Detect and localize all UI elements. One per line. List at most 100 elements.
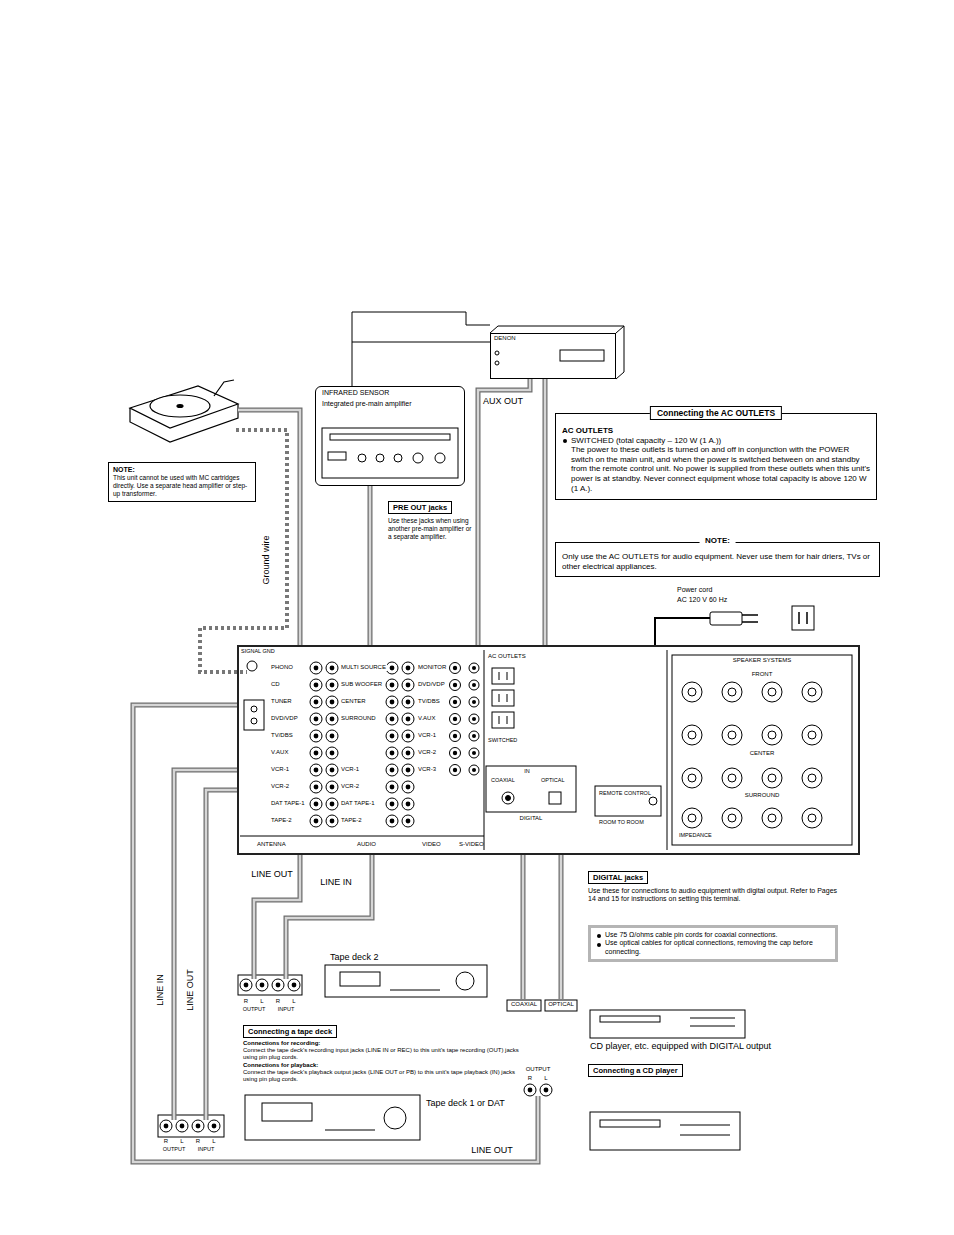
node-heading: NOTE:	[699, 535, 736, 547]
speaker-terminal	[808, 774, 816, 782]
speaker-terminal	[688, 814, 696, 822]
jack	[310, 679, 322, 691]
jack-label: TUNER	[270, 698, 293, 705]
node-heading: PRE OUT jacks	[388, 501, 452, 514]
cable	[478, 379, 530, 645]
jack-label: R	[243, 998, 249, 1005]
speaker-terminal	[808, 688, 816, 696]
jack	[402, 679, 414, 691]
node-heading: DENON	[494, 335, 516, 342]
panel-label: SWITCHED	[487, 737, 518, 744]
speaker-terminal	[728, 774, 736, 782]
jack	[256, 979, 268, 991]
jack-label: OPTICAL	[547, 1001, 575, 1008]
receiver-detail	[240, 650, 667, 850]
digital-jack-panel	[506, 796, 511, 801]
node-heading: Connecting the AC OUTLETS	[650, 406, 782, 420]
node-text: S-VIDEO	[459, 841, 484, 848]
cable-label: LINE OUT	[185, 968, 196, 1012]
cd-player	[590, 1112, 740, 1150]
jack	[386, 730, 398, 742]
phono-cord	[238, 410, 300, 645]
jack	[406, 666, 411, 671]
jack	[390, 666, 395, 671]
jack	[310, 764, 322, 776]
node-heading: Connecting a tape deck	[243, 1025, 337, 1038]
speaker-terminal	[688, 774, 696, 782]
cable	[368, 486, 373, 645]
cd-player-digital	[523, 988, 561, 999]
info-box: DIGITAL jacksUse these for connections t…	[588, 866, 842, 904]
jack-label: TAPE-2	[340, 817, 363, 824]
bullet-dot	[563, 439, 567, 443]
jack-label: MULTI SOURCE	[340, 664, 387, 671]
jack-label: MONITOR	[417, 664, 447, 671]
node-text: Connect the tape deck's recording input …	[243, 1047, 522, 1061]
cable	[559, 855, 564, 988]
jack-label: R	[275, 998, 281, 1005]
node-text: Integrated pre-main amplifier	[322, 400, 412, 408]
cable	[174, 770, 237, 1092]
speaker-terminal	[762, 682, 782, 702]
panel-label: OPTICAL	[540, 777, 566, 784]
jack	[453, 700, 457, 704]
jack	[314, 666, 319, 671]
speaker-terminal	[768, 731, 776, 739]
jack-label: L	[179, 1138, 184, 1145]
jack-label: DVD/VDP	[270, 715, 299, 722]
turntable	[130, 386, 238, 428]
cable-core	[206, 790, 237, 1092]
node-text: Use these for connections to audio equip…	[588, 887, 842, 904]
jack	[453, 666, 457, 670]
node-text: Use optical cables for optical connectio…	[596, 939, 830, 956]
jack	[402, 747, 414, 759]
speaker-terminal	[808, 731, 816, 739]
jack	[402, 815, 414, 827]
jack	[472, 717, 476, 721]
cable-core	[369, 486, 372, 645]
jack	[450, 765, 461, 776]
remote-jack-panel	[595, 786, 661, 816]
jack	[272, 979, 284, 991]
jack	[472, 734, 476, 738]
node-text: The power to these outlets is turned on …	[562, 445, 870, 493]
panel-label: COAXIAL	[490, 777, 516, 784]
power-cord	[742, 615, 758, 622]
jack	[453, 734, 457, 738]
speaker-terminal	[802, 768, 822, 788]
cd-player	[536, 1096, 541, 1152]
jack	[450, 680, 461, 691]
jack	[310, 747, 322, 759]
jack	[326, 679, 338, 691]
jack	[453, 717, 457, 721]
jack	[326, 798, 338, 810]
jack-label: TV/DBS	[270, 732, 294, 739]
amplifier-front	[330, 434, 450, 440]
jack-label: COAXIAL	[510, 1001, 538, 1008]
jack-label: L	[543, 1075, 548, 1082]
tape-deck-2	[238, 952, 487, 997]
jack-label: R	[163, 1138, 169, 1145]
cable-core	[174, 770, 237, 1092]
ac-outlet	[492, 712, 514, 728]
jack	[310, 713, 322, 725]
jack	[314, 768, 319, 773]
jack	[402, 781, 414, 793]
cd-player	[538, 1096, 740, 1152]
ac-outlet	[492, 668, 514, 728]
jack	[160, 1120, 172, 1132]
jack	[386, 747, 398, 759]
cd-player	[537, 1096, 540, 1152]
node-text: VIDEO	[422, 841, 441, 848]
panel-label: SPEAKER SYSTEMS	[732, 657, 793, 664]
node-text: Use these jacks when using another pre-m…	[388, 517, 476, 540]
tape-deck-2	[238, 975, 302, 995]
receiver-detail	[251, 706, 257, 712]
amplifier-front	[413, 453, 423, 463]
jack	[330, 734, 335, 739]
digital-jack-panel	[486, 766, 576, 812]
speaker-terminal	[802, 808, 822, 828]
cable-core	[522, 855, 525, 988]
jack	[402, 798, 414, 810]
